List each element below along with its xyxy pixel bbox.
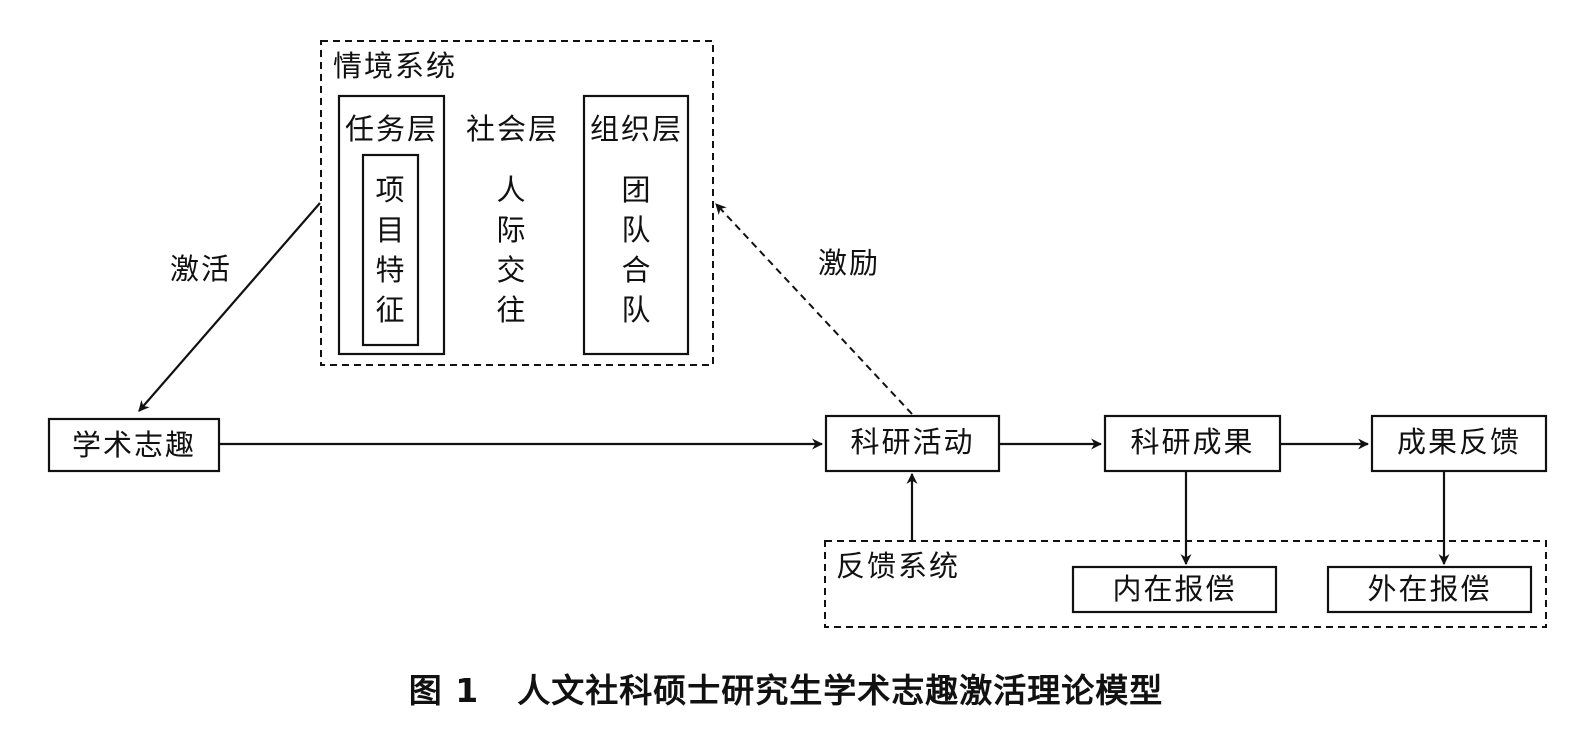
- vertical-char: 队: [621, 213, 651, 247]
- academic-interest-label: 学术志趣: [71, 428, 196, 462]
- interpersonal-text: 人际交往: [494, 170, 528, 330]
- motivate-label: 激励: [818, 246, 881, 280]
- situation-system-title: 情境系统: [333, 49, 458, 83]
- vertical-char: 特: [375, 253, 405, 287]
- vertical-char: 队: [621, 293, 651, 327]
- intrinsic-reward-box: [1071, 565, 1278, 614]
- vertical-char: 往: [496, 293, 526, 327]
- vertical-char: 交: [496, 253, 526, 287]
- vertical-char: 征: [375, 293, 405, 327]
- activate-label: 激活: [170, 252, 233, 286]
- project-feature-text: 项目特征: [373, 170, 407, 330]
- org-layer-box: [582, 94, 690, 356]
- vertical-char: 际: [496, 213, 526, 247]
- task-layer-box: [337, 94, 446, 356]
- outcome-feedback-box: [1370, 414, 1548, 473]
- research-outcome-label: 科研成果: [1130, 425, 1255, 459]
- outcome-feedback-label: 成果反馈: [1396, 425, 1521, 459]
- vertical-char: 团: [621, 173, 651, 207]
- research-activity-label: 科研活动: [850, 425, 975, 459]
- situation-system-boundary: [320, 40, 714, 366]
- vertical-char: 目: [375, 213, 405, 247]
- intrinsic-reward-label: 内在报偿: [1112, 572, 1237, 606]
- project-feature-box: [361, 153, 420, 347]
- activate-arrow: [138, 202, 321, 412]
- extrinsic-reward-label: 外在报偿: [1367, 572, 1492, 606]
- vertical-char: 合: [621, 253, 651, 287]
- feedback-system-title: 反馈系统: [836, 549, 961, 583]
- task-layer-title: 任务层: [345, 112, 439, 146]
- figure-number: 图 1: [408, 671, 480, 710]
- vertical-char: 项: [375, 173, 405, 207]
- figure-title: 人文社科硕士研究生学术志趣激活理论模型: [517, 671, 1164, 710]
- vertical-char: 人: [496, 173, 526, 207]
- team-cooperation-text: 团队合队: [619, 170, 653, 330]
- extrinsic-reward-box: [1326, 565, 1533, 614]
- social-layer-title: 社会层: [466, 112, 560, 146]
- org-layer-title: 组织层: [590, 112, 684, 146]
- motivate-arrow: [715, 203, 913, 415]
- figure-caption: 图 1 人文社科硕士研究生学术志趣激活理论模型: [0, 664, 1572, 712]
